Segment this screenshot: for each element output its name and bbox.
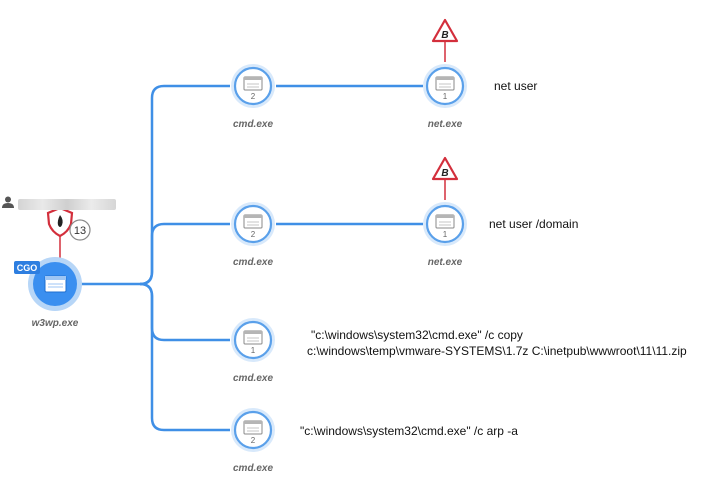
command-line: net user /domain: [489, 217, 579, 231]
node-count: 2: [251, 230, 256, 239]
user-icon: [2, 196, 14, 208]
grandchild-node-net[interactable]: 1 net.exe: [423, 64, 467, 130]
node-count: 1: [251, 346, 256, 355]
node-label: cmd.exe: [233, 119, 273, 130]
window-icon: [435, 76, 455, 91]
alert-count: 13: [74, 225, 86, 237]
child-node-cmd[interactable]: 2 cmd.exe: [231, 64, 275, 130]
child-node-cmd[interactable]: 1 cmd.exe: [231, 318, 275, 384]
node-count: 1: [443, 230, 448, 239]
command-text-4: "c:\windows\system32\cmd.exe" /c arp -a: [300, 423, 518, 439]
window-icon: [243, 420, 263, 435]
window-icon: [243, 330, 263, 345]
warning-triangle-icon: [431, 156, 459, 181]
node-count: 2: [251, 436, 256, 445]
window-icon: [44, 275, 67, 293]
root-label: w3wp.exe: [32, 318, 79, 329]
alert-count-circle: [69, 219, 91, 241]
window-icon: [243, 214, 263, 229]
warning-alert[interactable]: B: [431, 156, 459, 200]
command-line: "c:\windows\system32\cmd.exe" /c copy: [311, 328, 523, 342]
child-node-cmd[interactable]: 2 cmd.exe: [231, 202, 275, 268]
node-count: 1: [443, 92, 448, 101]
node-label: net.exe: [428, 257, 463, 268]
child-nodes: 2 cmd.exe 2 cmd.exe 1 cmd.exe 2 cmd.exe: [231, 64, 275, 474]
root-alert[interactable]: 13: [46, 206, 91, 241]
warning-letter: B: [441, 168, 448, 179]
warning-triangle-icon: [431, 18, 459, 43]
command-line: net user: [494, 79, 538, 93]
flame-icon: [57, 215, 63, 227]
command-text-2: net user /domain: [489, 216, 578, 232]
window-icon: [435, 214, 455, 229]
command-line: "c:\windows\system32\cmd.exe" /c arp -a: [300, 424, 518, 438]
command-text-3: "c:\windows\system32\cmd.exe" /c copy c:…: [307, 327, 687, 359]
node-count: 2: [251, 92, 256, 101]
edge-root-child-3: [139, 282, 230, 342]
window-icon: [243, 76, 263, 91]
node-label: cmd.exe: [233, 373, 273, 384]
redacted-user-name: [18, 199, 116, 210]
command-line: c:\windows\temp\vmware-SYSTEMS\1.7z C:\i…: [307, 344, 687, 358]
edge-root-trunk: [78, 84, 230, 286]
node-label: cmd.exe: [233, 463, 273, 474]
cgo-badge-label: CGO: [17, 263, 38, 273]
warning-letter: B: [441, 30, 448, 41]
edge-root-child-4: [139, 282, 230, 432]
edge-root-child-2: [139, 222, 230, 286]
root-node[interactable]: CGO w3wp.exe: [14, 257, 82, 329]
command-text-1: net user: [494, 78, 537, 94]
grandchild-node-net[interactable]: 1 net.exe: [423, 202, 467, 268]
child-node-cmd[interactable]: 2 cmd.exe: [231, 408, 275, 474]
node-label: cmd.exe: [233, 257, 273, 268]
tree-edges: [78, 84, 423, 432]
node-label: net.exe: [428, 119, 463, 130]
warning-alert[interactable]: B: [431, 18, 459, 62]
cgo-badge: [14, 261, 40, 274]
